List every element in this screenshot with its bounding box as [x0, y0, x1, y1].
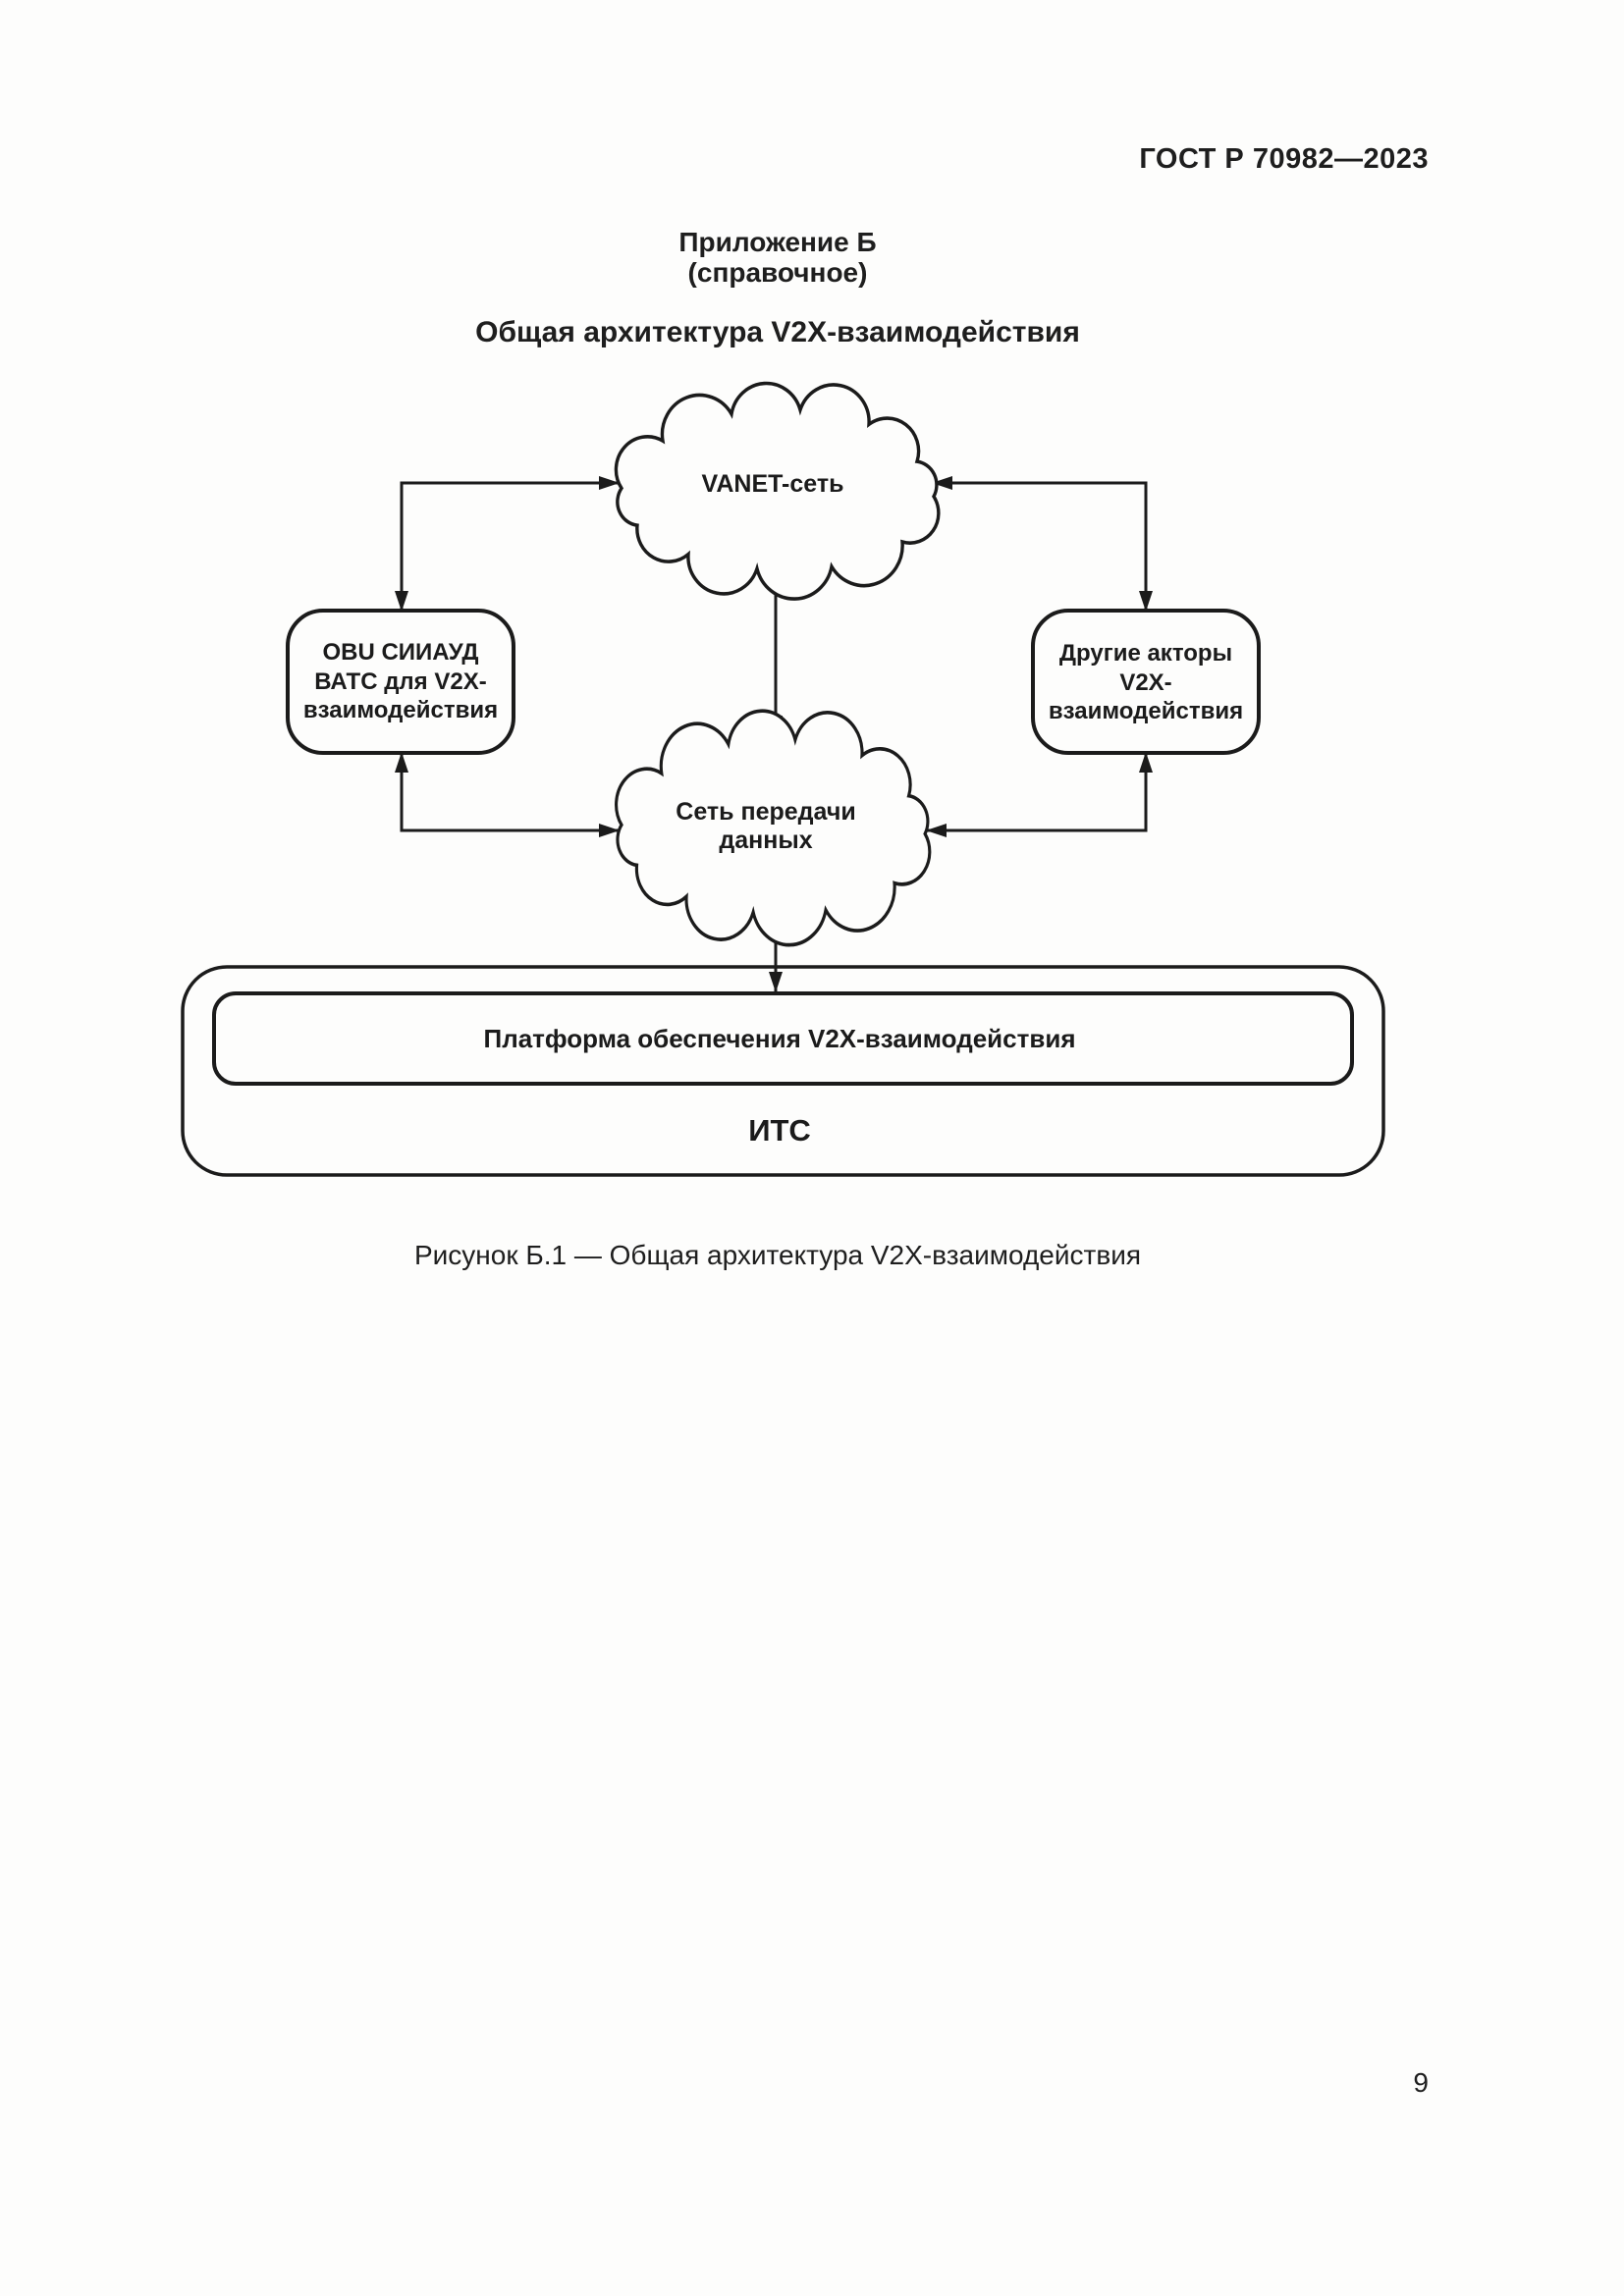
its-label: ИТС — [748, 1113, 811, 1148]
actors-box-label-line3: взаимодействия — [1049, 698, 1243, 724]
document-code-header: ГОСТ Р 70982—2023 — [1139, 143, 1429, 175]
vanet-cloud-label: VANET-сеть — [702, 470, 844, 498]
platform-box-label: Платформа обеспечения V2X-взаимодействия — [484, 1024, 1076, 1053]
actors-box — [1031, 609, 1261, 755]
page-number: 9 — [1413, 2067, 1429, 2098]
data-network-cloud-label-line2: данных — [719, 827, 812, 854]
platform-box — [212, 991, 1354, 1086]
appendix-subheading: (справочное) — [687, 257, 868, 288]
obu-box-label-line3: взаимодействия — [303, 697, 498, 723]
actors-box-label-line2: V2X- — [1119, 669, 1171, 696]
obu-box — [286, 609, 515, 755]
data-network-cloud-label-line1: Сеть передачи — [676, 798, 855, 826]
arrow-actors-datanet — [926, 752, 1153, 837]
obu-box-label-line2: ВАТС для V2X- — [314, 668, 486, 695]
v2x-architecture-diagram: VANET-сеть Сеть передачи данных OBU СИИА… — [181, 381, 1385, 1177]
arrow-obu-datanet — [395, 752, 620, 837]
appendix-title: Общая архитектура V2X-взаимодействия — [475, 316, 1080, 348]
arrow-actors-vanet — [932, 476, 1153, 612]
obu-box-label-line1: OBU СИИАУД — [322, 639, 478, 666]
arrow-obu-vanet — [395, 476, 620, 612]
figure-caption: Рисунок Б.1 — Общая архитектура V2X-взаи… — [413, 1240, 1142, 1270]
appendix-heading: Приложение Б — [678, 227, 877, 257]
actors-box-label-line1: Другие акторы — [1059, 640, 1232, 667]
